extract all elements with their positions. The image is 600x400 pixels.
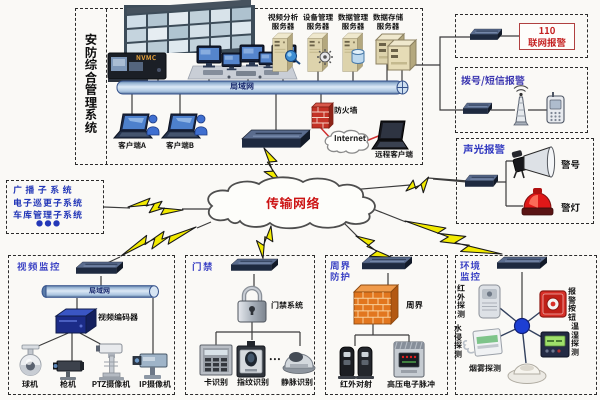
dial-sms-alarm-title: 拨号/短信报警 xyxy=(461,72,525,87)
client-a-label: 客户端A xyxy=(118,140,146,151)
access-box-title: 门禁 xyxy=(192,259,215,273)
video-surveillance-box xyxy=(8,255,175,395)
infrared-detector-label: 红外探测 xyxy=(457,283,465,320)
environment-monitoring-box xyxy=(455,255,597,395)
client-b-label: 客户端B xyxy=(166,140,194,151)
subsystems-box xyxy=(6,180,104,234)
subsystem-ellipsis: ●●● xyxy=(36,219,62,229)
lan-pipe-main-label: 局域网 xyxy=(230,80,254,92)
vein-recognition-label: 静脉识别 xyxy=(281,377,313,388)
bolt-cloud-to-sound-alarm xyxy=(405,176,430,194)
cloud-label: 传输网络 xyxy=(266,193,321,212)
alarm-horn-label: 警号 xyxy=(561,157,581,171)
ip-camera-label: IP摄像机 xyxy=(139,379,171,390)
video-box-title: 视频监控 xyxy=(17,259,62,273)
video-encoder-label: 视频编码器 xyxy=(98,312,138,323)
subsystem-broadcast: 广播子系统 xyxy=(13,183,76,196)
bolt-cloud-to-environment-box xyxy=(404,220,503,255)
temp-humidity-label: 温湿探测 xyxy=(571,321,579,358)
subsystem-patrol: 电子巡更子系统 xyxy=(13,195,84,209)
alarm-beacon-label: 警灯 xyxy=(561,200,581,214)
server-data-storage-label: 数据存储 服务器 xyxy=(372,12,404,32)
access-lock-label: 门禁系统 xyxy=(271,300,303,311)
server-video-analysis-label: 视频分析 服务器 xyxy=(267,12,299,32)
hv-pulse-label: 高压电子脉冲 xyxy=(387,379,435,390)
police-alarm-box xyxy=(455,14,588,58)
alarm-button-label: 报警按钮 xyxy=(568,286,576,323)
card-recognition-label: 卡识别 xyxy=(204,377,228,388)
sound-light-alarm-title: 声光报警 xyxy=(463,142,505,157)
police-alarm-label-box: 110 联网报警 xyxy=(519,23,575,50)
internet-label: Internet xyxy=(334,133,367,144)
subsystem-garage: 车库管理子系统 xyxy=(13,207,84,221)
server-data-management-label: 数据管理 服务器 xyxy=(337,12,369,32)
access-devices-ellipsis: ... xyxy=(269,348,282,364)
bolt-cloud-to-subsystems xyxy=(127,197,184,216)
water-detector-label: 水侵探测 xyxy=(454,323,462,360)
firewall-label: 防火墙 xyxy=(334,105,358,116)
server-device-management-label: 设备管理 服务器 xyxy=(302,12,334,32)
bullet-camera-label: 枪机 xyxy=(60,379,76,390)
management-system-title: 安防综合管理系统 xyxy=(84,30,98,136)
ptz-camera-label: PTZ摄像机 xyxy=(91,379,131,390)
environment-box-title: 环境 监控 xyxy=(460,258,482,283)
fingerprint-recognition-label: 指纹识别 xyxy=(237,377,269,388)
bolt-cloud-to-access-box xyxy=(255,225,274,259)
management-box-title-divider xyxy=(106,9,107,164)
remote-client-label: 远程客户端 xyxy=(375,149,413,160)
access-control-box xyxy=(185,255,315,395)
perimeter-box-title: 周界 防护 xyxy=(330,258,352,283)
infrared-beam-label: 红外对射 xyxy=(340,379,372,390)
nvmc-label: NVMC xyxy=(136,52,157,62)
smoke-detector-label: 烟雾探测 xyxy=(469,363,501,374)
dome-camera-label: 球机 xyxy=(22,379,38,390)
bolt-cloud-to-video-box xyxy=(120,226,197,257)
lan-pipe-video-label: 局域网 xyxy=(89,286,110,296)
perimeter-wall-label: 周界 xyxy=(406,299,424,311)
